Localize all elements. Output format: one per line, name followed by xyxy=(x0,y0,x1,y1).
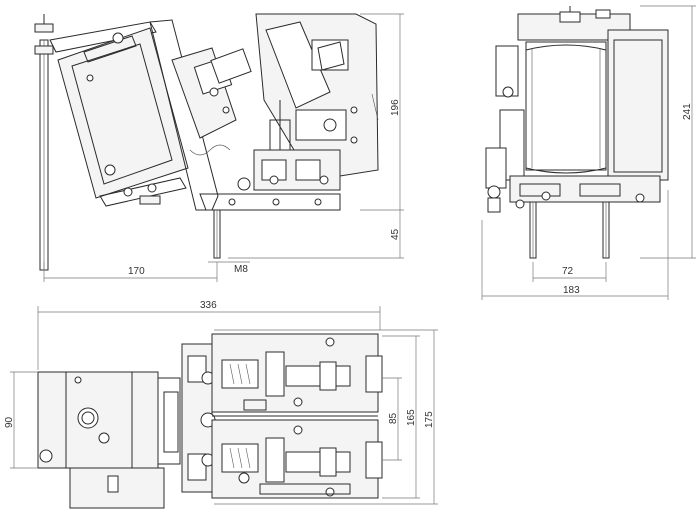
top-view-dimensions: 336 90 85 165 175 xyxy=(4,300,438,505)
dim-top-length: 336 xyxy=(200,300,217,311)
side-view-dimensions: 170 M8 196 45 xyxy=(43,13,404,282)
dim-top-depth-inner: 85 xyxy=(388,412,399,424)
dim-front-width: 183 xyxy=(563,285,580,296)
dim-side-height-upper: 196 xyxy=(390,99,401,116)
front-view-dimensions: 72 183 241 xyxy=(481,5,696,300)
front-view xyxy=(485,6,669,259)
dim-top-depth-mid: 165 xyxy=(406,409,417,426)
dim-front-width-inner: 72 xyxy=(562,266,574,277)
dim-thread: M8 xyxy=(234,264,248,275)
dim-top-depth-outer: 175 xyxy=(424,411,435,428)
top-view xyxy=(37,333,383,509)
side-view xyxy=(34,13,379,271)
dim-top-depth-left: 90 xyxy=(4,416,15,428)
dim-front-height: 241 xyxy=(682,103,693,120)
dim-side-height-lower: 45 xyxy=(390,228,401,240)
dim-side-width: 170 xyxy=(128,266,145,277)
